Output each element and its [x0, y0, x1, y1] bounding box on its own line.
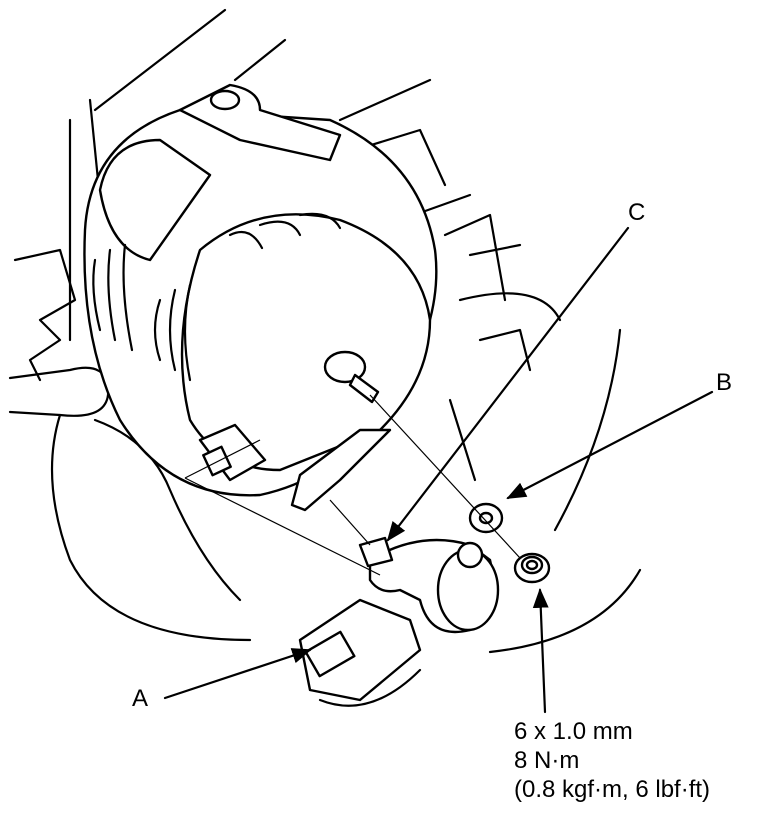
leader-arrow-c: [386, 226, 630, 542]
spec-thread-size: 6 x 1.0 mm: [514, 718, 633, 745]
callout-arrows: [163, 226, 714, 714]
guide-lines: [184, 394, 521, 576]
spec-torque-nm: 8 N·m: [514, 747, 580, 774]
leader-arrow-a: [163, 648, 312, 700]
flange-nut: [513, 552, 551, 584]
leader-arrow-spec: [532, 588, 549, 714]
torque-spec: 6 x 1.0 mm 8 N·m (0.8 kgf·m, 6 lbf·ft): [514, 717, 710, 804]
callout-label-c: C: [628, 199, 646, 226]
callout-label-a: A: [132, 685, 149, 712]
callout-label-b: B: [716, 369, 733, 396]
alternator: [83, 83, 438, 512]
spec-torque-alt: (0.8 kgf·m, 6 lbf·ft): [514, 776, 711, 803]
leader-arrow-b: [506, 390, 714, 500]
ring-terminal: [468, 502, 504, 534]
wire-harness: [298, 536, 500, 707]
